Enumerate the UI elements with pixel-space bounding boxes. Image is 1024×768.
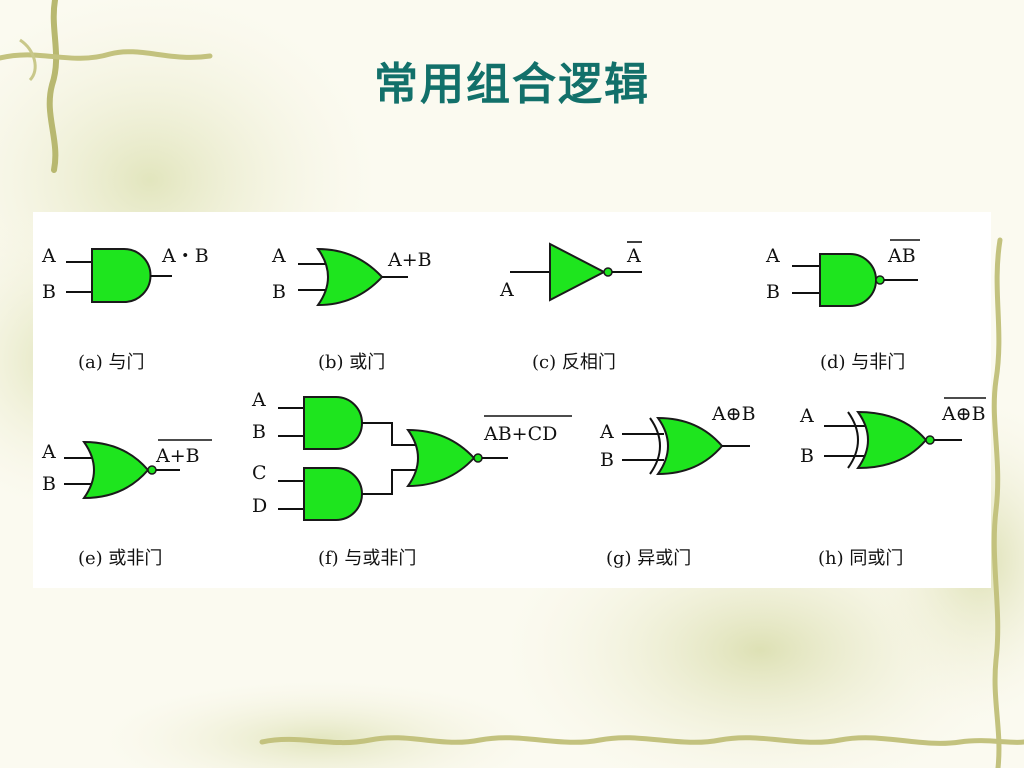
and-input-b-label: B xyxy=(42,281,56,303)
and-gate-figure: A B A・B (a) 与门 xyxy=(41,245,209,373)
aoi-input-b-label: B xyxy=(252,421,266,443)
not-inversion-bubble xyxy=(603,267,613,277)
not-input-label: A xyxy=(499,279,514,301)
xnor-output-label: A⊕B xyxy=(941,403,986,425)
xnor-inversion-bubble xyxy=(925,435,935,445)
xor-gate-symbol xyxy=(656,416,724,476)
aoi-and-gate-lower xyxy=(303,467,363,521)
nor-gate-figure: A B A+B (e) 或非门 xyxy=(41,439,212,569)
or-gate-figure: A B A+B (b) 或门 xyxy=(271,245,432,373)
aoi-input-c-label: C xyxy=(252,462,267,484)
nor-caption: (e) 或非门 xyxy=(78,548,162,569)
or-input-a-label: A xyxy=(271,245,286,267)
aoi-gate-figure: A B C D AB+CD (f) 与或非门 xyxy=(251,389,572,569)
aoi-inversion-bubble xyxy=(473,453,483,463)
not-caption: (c) 反相门 xyxy=(532,352,616,373)
or-gate-symbol xyxy=(316,247,384,307)
and-input-a-label: A xyxy=(41,245,56,267)
aoi-and-gate-upper xyxy=(303,396,363,450)
nand-input-b-label: B xyxy=(766,281,780,303)
aoi-caption: (f) 与或非门 xyxy=(318,548,416,569)
xor-input-b-label: B xyxy=(600,449,614,471)
nor-output-label: A+B xyxy=(155,445,200,467)
xnor-input-b-label: B xyxy=(800,445,814,467)
not-gate-figure: A A (c) 反相门 xyxy=(499,241,642,373)
xor-gate-figure: A B A⊕B (g) 异或门 xyxy=(599,403,756,569)
xor-output-label: A⊕B xyxy=(711,403,756,425)
or-input-b-label: B xyxy=(272,281,286,303)
xor-input-a-label: A xyxy=(599,421,614,443)
nand-output-label: AB xyxy=(887,245,916,267)
aoi-input-d-label: D xyxy=(252,495,267,517)
and-caption: (a) 与门 xyxy=(78,352,145,373)
page-title: 常用组合逻辑 xyxy=(374,59,650,110)
and-gate-symbol xyxy=(91,248,152,303)
nand-gate-symbol xyxy=(819,253,877,307)
xnor-input-a-label: A xyxy=(799,405,814,427)
not-gate-symbol xyxy=(549,242,607,302)
nor-gate-symbol xyxy=(82,440,150,500)
nor-input-b-label: B xyxy=(42,473,56,495)
logic-gates-diagram: A B A・B (a) 与门 A B A+B (b) 或门 A A (c) 反相… xyxy=(41,239,986,569)
nor-input-a-label: A xyxy=(41,441,56,463)
nand-gate-figure: A B AB (d) 与非门 xyxy=(765,239,920,373)
nor-inversion-bubble xyxy=(147,465,157,475)
aoi-input-a-label: A xyxy=(251,389,266,411)
xnor-caption: (h) 同或门 xyxy=(818,548,903,569)
aoi-output-label: AB+CD xyxy=(483,423,557,445)
nand-input-a-label: A xyxy=(765,245,780,267)
not-output-label: A xyxy=(626,245,641,267)
nand-caption: (d) 与非门 xyxy=(820,352,905,373)
or-caption: (b) 或门 xyxy=(318,352,385,373)
aoi-nor-gate xyxy=(406,428,476,488)
and-output-label: A・B xyxy=(161,245,209,267)
xor-caption: (g) 异或门 xyxy=(606,548,691,569)
nand-inversion-bubble xyxy=(875,275,885,285)
xnor-gate-figure: A B A⊕B (h) 同或门 xyxy=(799,397,986,569)
xnor-gate-symbol xyxy=(856,410,928,470)
or-output-label: A+B xyxy=(387,249,432,271)
